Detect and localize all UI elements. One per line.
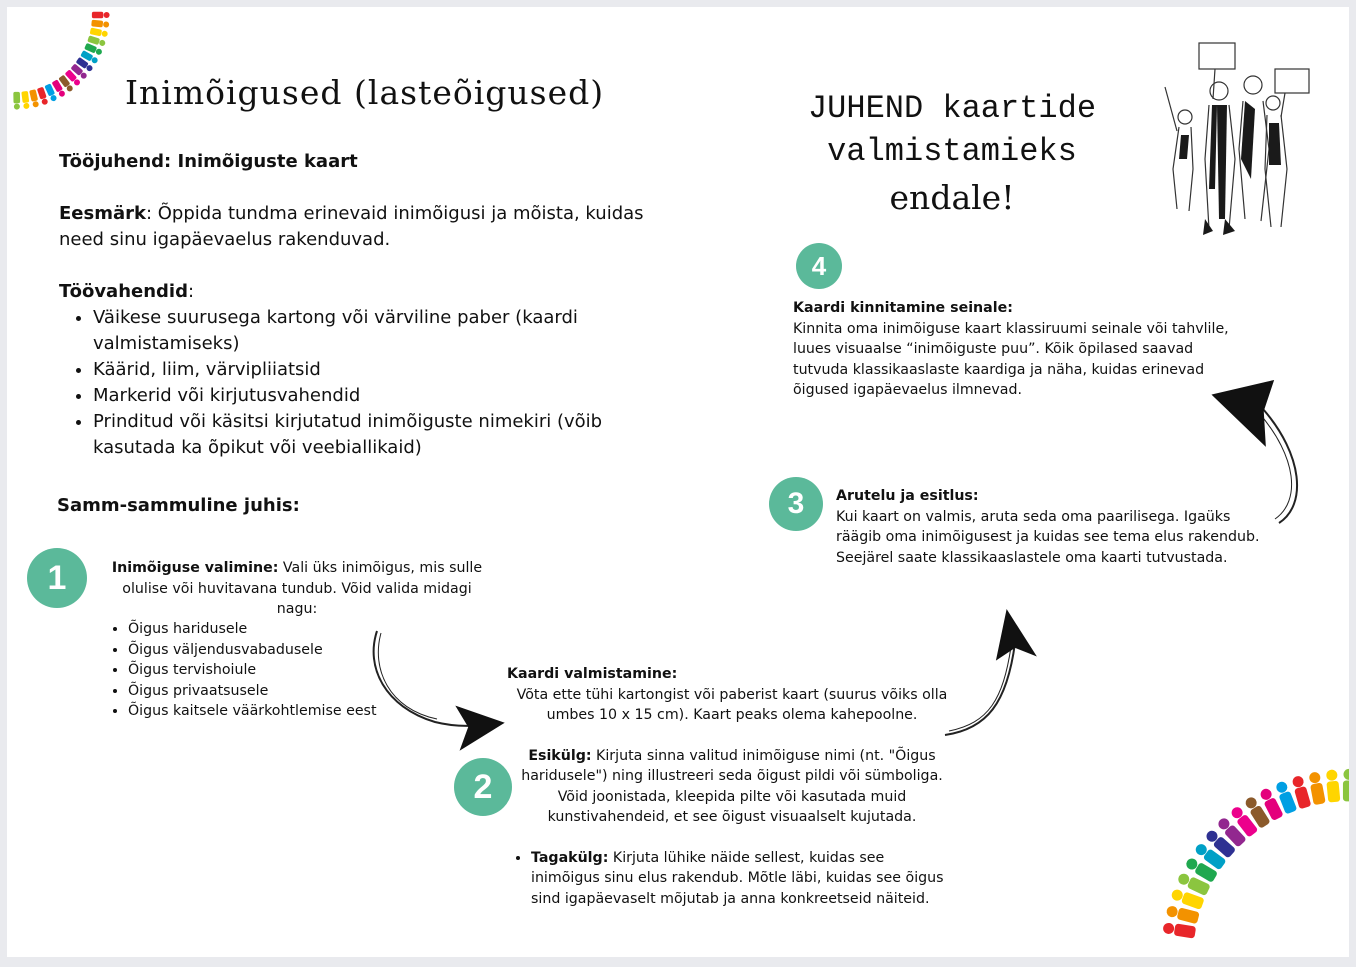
curved-arrow-icon bbox=[944, 609, 1037, 736]
tools-label: Töövahendid bbox=[59, 281, 188, 302]
step-1-text: Inimõiguse valimine: Vali üks inimõigus,… bbox=[102, 558, 492, 620]
page-title: Inimõigused (lasteõigused) bbox=[125, 73, 605, 112]
step-2-description: Võta ette tühi kartongist või paberist k… bbox=[516, 686, 948, 724]
back-text: Kirjuta lühike näide sellest, kuidas see… bbox=[531, 849, 944, 907]
step-number-badge: 4 bbox=[796, 243, 842, 289]
back-label: Tagakülg: bbox=[531, 849, 609, 866]
people-circle-decoration-icon bbox=[13, 11, 110, 110]
tools-colon: : bbox=[187, 281, 195, 302]
step-1-examples: Õigus haridusele Õigus väljendusvabaduse… bbox=[112, 619, 377, 722]
step-4-label: Kaardi kinnitamine seinale: bbox=[793, 298, 1248, 319]
goal-text: : Õppida tundma erinevaid inimõigusi ja … bbox=[59, 203, 644, 250]
list-item: Õigus haridusele bbox=[128, 619, 377, 640]
instructions-heading: JUHEND kaartide valmistamieks endale! bbox=[767, 87, 1137, 223]
list-item: Õigus tervishoiule bbox=[128, 660, 377, 681]
step-3-text: Arutelu ja esitlus: Kui kaart on valmis,… bbox=[836, 486, 1266, 568]
list-item: Markerid või kirjutusvahendid bbox=[93, 383, 659, 409]
worksheet-label: Töö­juhend: Inimõiguste kaart bbox=[59, 151, 358, 172]
step-3-label-text: Arutelu ja esitlus: bbox=[836, 488, 979, 504]
tools-list: Väikese suurusega kartong või värviline … bbox=[59, 305, 659, 461]
instructions-heading-line1: JUHEND kaartide bbox=[807, 90, 1097, 127]
protesters-illustration-icon bbox=[1164, 42, 1310, 235]
list-item: Tagakülg: Kirjuta lühike näide sellest, … bbox=[531, 848, 957, 910]
step-2-front: Esikülg: Kirjuta sinna valitud inimõigus… bbox=[507, 746, 957, 828]
list-item: Väikese suurusega kartong või värviline … bbox=[93, 305, 659, 357]
worksheet-page: Inimõigused (lasteõigused) bbox=[7, 7, 1349, 957]
step-2-label: Kaardi valmistamine: bbox=[507, 666, 678, 682]
list-item: Käärid, liim, värvipliiatsid bbox=[93, 357, 659, 383]
list-item: Õigus väljendusvabadusele bbox=[128, 640, 377, 661]
curved-arrow-icon bbox=[372, 630, 505, 751]
list-item: Õigus kaitsele väärkohtlemise eest bbox=[128, 701, 377, 722]
step-number-badge: 1 bbox=[27, 548, 87, 608]
goal-paragraph: Eesmärk: Õppida tundma erinevaid inimõig… bbox=[59, 201, 659, 253]
curved-arrow-icon bbox=[1211, 379, 1298, 524]
step-4-label-text: Kaardi kinnitamine seinale: bbox=[793, 300, 1013, 316]
people-circle-decoration-icon bbox=[1163, 768, 1349, 939]
steps-heading: Samm-sammuline juhis: bbox=[57, 495, 300, 516]
step-1-label: Inimõiguse valimine: bbox=[111, 560, 279, 576]
step-1-description: Vali üks inimõigus, mis sulle olulise võ… bbox=[122, 560, 483, 617]
step-3-description: Kui kaart on valmis, aruta seda oma paar… bbox=[836, 508, 1260, 566]
instructions-heading-line2: valmistamieks bbox=[827, 133, 1077, 170]
intro-section: Töö­juhend: Inimõiguste kaart Eesmärk: Õ… bbox=[59, 149, 659, 461]
step-4-text: Kaardi kinnitamine seinale: Kinnita oma … bbox=[793, 298, 1248, 401]
step-number-badge: 2 bbox=[454, 758, 512, 816]
front-text: Kirjuta sinna valitud inimõiguse nimi (n… bbox=[521, 747, 943, 826]
step-4-description: Kinnita oma inimõiguse kaart klassiruumi… bbox=[793, 320, 1229, 399]
goal-label: Eesmärk bbox=[59, 203, 146, 224]
list-item: Prinditud või käsitsi kirjutatud inimõig… bbox=[93, 409, 659, 461]
step-3-label: Arutelu ja esitlus: bbox=[836, 486, 1266, 507]
front-label: Esikülg: bbox=[528, 747, 592, 764]
step-2-text: Kaardi valmistamine: Võta ette tühi kart… bbox=[507, 664, 957, 909]
list-item: Õigus privaatsusele bbox=[128, 681, 377, 702]
step-2-back-list: Tagakülg: Kirjuta lühike näide sellest, … bbox=[507, 848, 957, 910]
instructions-heading-line3: endale! bbox=[889, 178, 1015, 217]
step-number-badge: 3 bbox=[769, 477, 823, 531]
